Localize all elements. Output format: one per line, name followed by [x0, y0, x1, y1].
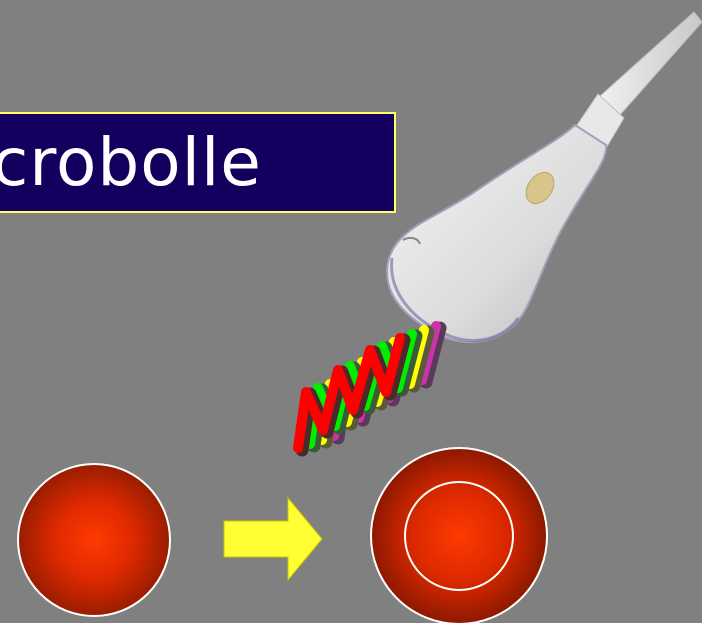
ultrasound-probe-icon — [387, 12, 702, 342]
slide-title: crobolle — [0, 124, 262, 202]
microbubble-icon — [18, 464, 170, 616]
right-arrow-icon — [224, 498, 322, 580]
microbubble-oscillating-icon — [371, 448, 547, 623]
title-box: crobolle — [0, 112, 396, 213]
ultrasound-wave-icon — [298, 326, 440, 450]
